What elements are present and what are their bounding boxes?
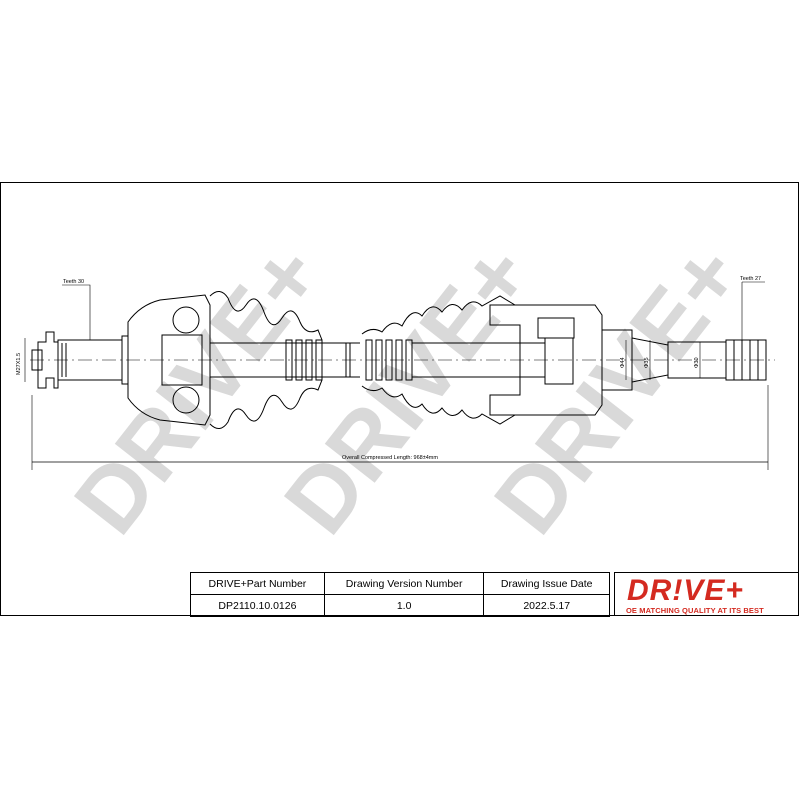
dia-30-label: Φ30 bbox=[694, 357, 700, 368]
title-block-value-row: DP2110.10.0126 1.0 2022.5.17 bbox=[190, 594, 610, 617]
header-issue-date: Drawing Issue Date bbox=[483, 572, 610, 595]
cv-ball-top bbox=[172, 306, 200, 334]
left-boot-top bbox=[209, 291, 323, 341]
brand-logo-box: DR!VE+ OE MATCHING QUALITY AT ITS BEST bbox=[614, 572, 799, 616]
shaft-assembly bbox=[24, 281, 775, 470]
cv-ball-bottom bbox=[172, 386, 200, 414]
dia-44-label: Φ44 bbox=[620, 357, 626, 368]
brand-logo-tagline: OE MATCHING QUALITY AT ITS BEST bbox=[626, 606, 764, 615]
inner-joint-tripod bbox=[537, 317, 575, 339]
left-boot-bottom bbox=[209, 379, 323, 429]
teeth-left-leader bbox=[62, 284, 91, 340]
left-thread-stub bbox=[37, 331, 59, 389]
outer-cv-housing bbox=[127, 294, 211, 426]
inner-joint-roller bbox=[544, 337, 574, 385]
teeth-right-label: Teeth 27 bbox=[740, 276, 761, 282]
teeth-right-leader bbox=[741, 281, 765, 340]
right-boot-bottom bbox=[361, 385, 516, 425]
inner-joint-housing bbox=[489, 304, 603, 416]
title-block-header-row: DRIVE+Part Number Drawing Version Number… bbox=[190, 572, 610, 595]
value-version: 1.0 bbox=[323, 594, 485, 617]
title-block-table: DRIVE+Part Number Drawing Version Number… bbox=[190, 572, 610, 617]
annotations: Teeth 30 Teeth 27 M27X1.5 Overall Compre… bbox=[16, 276, 761, 461]
header-part-number: DRIVE+Part Number bbox=[190, 572, 325, 595]
dia-35-label: Φ35 bbox=[644, 357, 650, 368]
header-version: Drawing Version Number bbox=[323, 572, 485, 595]
watermark-group: DRIVE+ DRIVE+ DRIVE+ bbox=[55, 226, 762, 553]
thread-label: M27X1.5 bbox=[16, 353, 22, 375]
value-issue-date: 2022.5.17 bbox=[483, 594, 610, 617]
value-part-number: DP2110.10.0126 bbox=[190, 594, 325, 617]
overall-length-label: Overall Compressed Length: 968±4mm bbox=[342, 455, 438, 461]
teeth-left-label: Teeth 30 bbox=[63, 279, 84, 285]
brand-logo-wordmark: DR!VE+ bbox=[627, 574, 744, 607]
right-boot-top bbox=[361, 295, 516, 335]
